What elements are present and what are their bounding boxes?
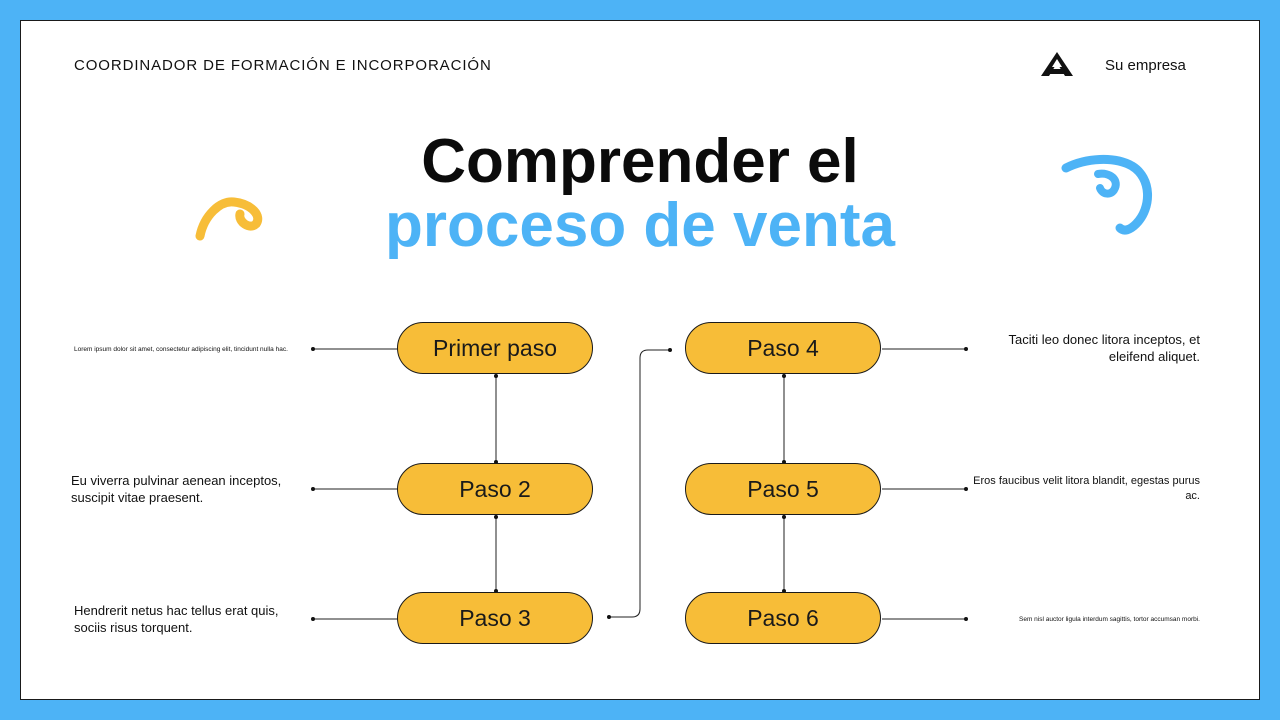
step-5-description: Eros faucibus velit litora blandit, eges… [973,475,1200,502]
step-pill-2: Paso 2 [397,463,593,515]
yellow-squiggle-icon [195,197,263,241]
company-name: Su empresa [1105,57,1186,74]
step-pill-4: Paso 4 [685,322,881,374]
title-line-2: proceso de venta [385,191,895,260]
step-1-description: Lorem ipsum dolor sit amet, consectetur … [74,346,288,353]
company-logo-icon [1041,52,1073,76]
step-2-description: Eu viverra pulvinar aenean inceptos, sus… [71,473,282,505]
role-label: COORDINADOR DE FORMACIÓN E INCORPORACIÓN [74,57,492,74]
step-pill-3: Paso 3 [397,592,593,644]
step-pill-6: Paso 6 [685,592,881,644]
step-3-description: Hendrerit netus hac tellus erat quis, so… [74,603,279,635]
step-pill-1: Primer paso [397,322,593,374]
step-4-description: Taciti leo donec litora inceptos, et ele… [1008,332,1201,364]
title-line-1: Comprender el [421,127,859,196]
step-6-description: Sem nisl auctor ligula interdum sagittis… [1019,616,1200,623]
blue-squiggle-icon [1061,154,1152,235]
step-pill-5: Paso 5 [685,463,881,515]
